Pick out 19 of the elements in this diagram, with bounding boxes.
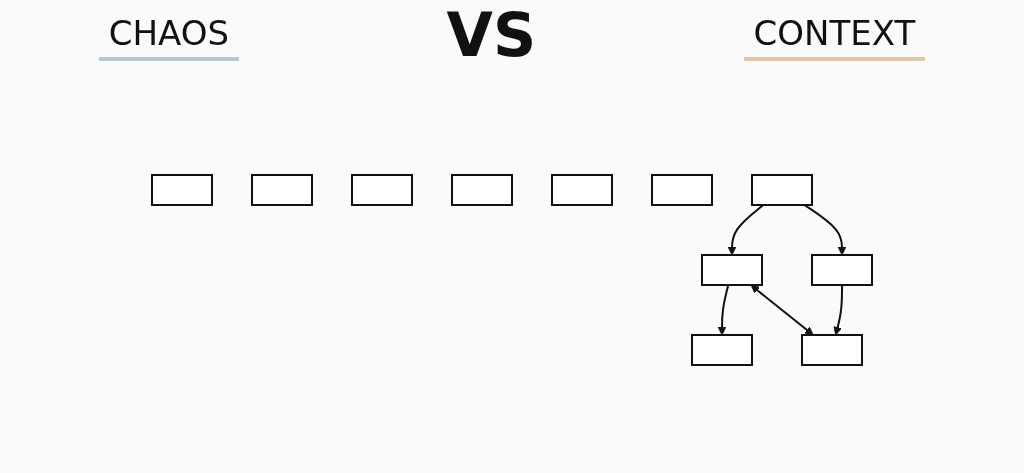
node-box [651, 174, 713, 206]
node-box [801, 334, 863, 366]
arrow [717, 284, 730, 336]
arrow [727, 204, 765, 256]
node-box [751, 174, 813, 206]
node-box [351, 174, 413, 206]
versus-label: VS [445, 0, 538, 72]
node-box [701, 254, 763, 286]
section-heading: CHAOS [98, 9, 240, 61]
node-box [451, 174, 513, 206]
section-heading: CONTEXT [743, 9, 926, 61]
arrow [750, 284, 814, 336]
arrow [833, 284, 843, 336]
node-box [691, 334, 753, 366]
node-box [251, 174, 313, 206]
node-box [151, 174, 213, 206]
node-box [811, 254, 873, 286]
arrow [803, 204, 847, 256]
node-box [551, 174, 613, 206]
